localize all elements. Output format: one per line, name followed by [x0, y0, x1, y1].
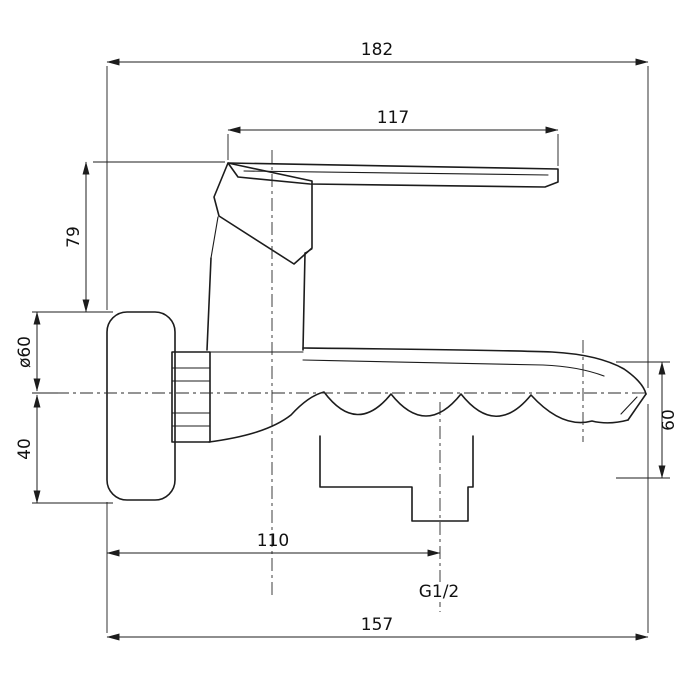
dimension-lines	[33, 58, 666, 641]
body-top-contour	[302, 347, 647, 395]
spout-tip	[620, 393, 647, 421]
extension-lines	[32, 66, 670, 633]
valve-body-column	[206, 216, 313, 351]
centerlines	[56, 150, 645, 612]
label-outlet-distance: 110	[257, 531, 289, 551]
label-flange-diameter: ø60	[15, 336, 35, 368]
dimension-labels: 182 117 79 ø60 40 60 110 G1/2 157	[15, 40, 679, 635]
label-spout-height: 60	[659, 409, 679, 431]
thread-label-backing	[414, 582, 464, 602]
label-lower-offset: 40	[15, 438, 35, 460]
lever-handle	[227, 162, 559, 188]
wall-flange	[106, 311, 176, 501]
label-lever-length: 117	[377, 108, 409, 128]
handle-hub	[213, 162, 313, 265]
label-overall-depth: 182	[361, 40, 393, 60]
body-underside	[208, 391, 629, 443]
outlet-block	[319, 435, 474, 522]
body-shelf-right	[302, 359, 605, 377]
faucet-outline	[106, 162, 647, 522]
label-spout-reach: 157	[361, 615, 393, 635]
hex-nut	[171, 351, 211, 443]
label-body-height: 79	[64, 226, 84, 248]
label-thread-size: G1/2	[419, 582, 460, 602]
lever-detail-line	[243, 170, 549, 176]
